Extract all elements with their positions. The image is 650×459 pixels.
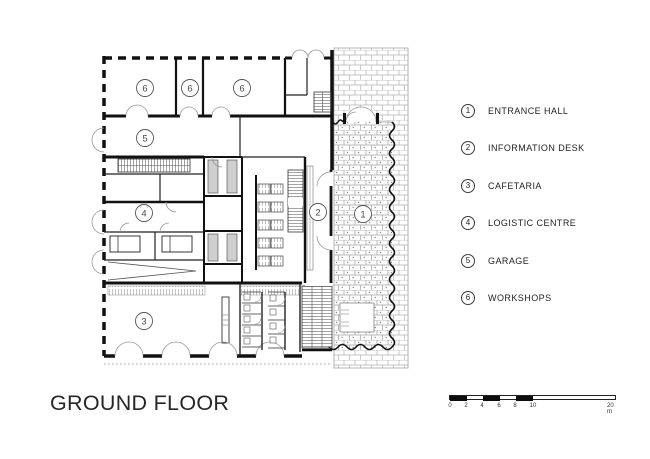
legend-item-information-desk: 2 INFORMATION DESK <box>461 141 585 156</box>
workshop-walls <box>104 56 332 157</box>
svg-text:5: 5 <box>142 133 147 144</box>
legend: 1 ENTRANCE HALL 2 INFORMATION DESK 3 CAF… <box>461 103 585 328</box>
room-label-infodesk: 2 <box>309 203 327 221</box>
legend-label: ENTRANCE HALL <box>488 105 569 116</box>
wavy-boundary-vertical <box>388 121 396 348</box>
page-title: GROUND FLOOR <box>50 391 230 415</box>
elevator-car <box>226 159 238 194</box>
room-label-workshop-3: 6 <box>233 79 251 97</box>
cafetaria-door-arcs <box>114 341 285 357</box>
scale-bar: 0 2 4 6 8 10 20 m <box>448 395 619 415</box>
legend-item-logistic-centre: 4 LOGISTIC CENTRE <box>461 216 585 231</box>
cafetaria <box>104 281 302 357</box>
toilets <box>239 283 301 356</box>
outer-walls <box>102 50 334 365</box>
room-labels: 6 6 6 5 4 3 2 <box>135 79 372 330</box>
legend-number-badge: 5 <box>461 253 475 268</box>
central-stairwell <box>287 169 304 233</box>
scale-bar-outline <box>449 395 616 401</box>
elevator-car <box>207 159 219 194</box>
scale-end-label: 20 m <box>607 403 614 415</box>
scale-tick: 6 <box>497 403 501 409</box>
scale-tick: 8 <box>513 403 517 409</box>
lockers <box>255 175 284 270</box>
room-label-garage: 5 <box>136 129 154 147</box>
plaza-paving <box>328 47 409 369</box>
room-label-workshop-2: 6 <box>181 79 199 97</box>
svg-text:1: 1 <box>360 209 365 220</box>
south-entrance-steps <box>301 283 333 352</box>
scale-bar-segment <box>483 396 500 401</box>
room-label-logistic: 4 <box>135 204 153 222</box>
scale-tick: 0 <box>448 403 452 409</box>
scale-tick: 4 <box>480 403 484 409</box>
legend-number-badge: 3 <box>461 178 475 193</box>
legend-number-badge: 2 <box>461 141 475 155</box>
room-label-entrance-hall: 1 <box>354 205 372 223</box>
room-label-workshop-1: 6 <box>136 79 154 97</box>
door-arcs <box>91 49 325 275</box>
scale-tick: 10 <box>529 403 537 409</box>
wavy-door-stub <box>332 119 344 125</box>
legend-item-entrance-hall: 1 ENTRANCE HALL <box>461 103 585 118</box>
legend-number-badge: 6 <box>461 291 475 305</box>
scale-bar-segment <box>516 396 533 401</box>
svg-text:6: 6 <box>239 83 244 94</box>
legend-label: CAFETARIA <box>488 180 542 191</box>
legend-item-cafetaria: 3 CAFETARIA <box>461 178 585 193</box>
svg-text:3: 3 <box>141 316 146 327</box>
plaza-entrance-doors <box>343 106 392 124</box>
north-stairs <box>313 91 332 113</box>
wavy-boundary-horizontal <box>328 343 393 351</box>
logistic-walls <box>104 173 204 281</box>
scale-tick: 2 <box>464 403 468 409</box>
legend-label: LOGISTIC CENTRE <box>488 218 577 228</box>
svg-text:6: 6 <box>142 83 147 94</box>
plaza-inset <box>339 302 375 333</box>
legend-number-badge: 1 <box>461 103 475 118</box>
scale-bar-segment <box>450 396 467 401</box>
svg-text:4: 4 <box>141 208 146 219</box>
garage-stairs <box>117 158 191 173</box>
legend-number-badge: 4 <box>461 216 475 230</box>
legend-label: INFORMATION DESK <box>488 143 585 153</box>
legend-label: WORKSHOPS <box>488 293 552 303</box>
legend-item-garage: 5 GARAGE <box>461 253 585 268</box>
information-desk-area <box>242 156 333 283</box>
legend-item-workshops: 6 WORKSHOPS <box>461 291 585 306</box>
room-label-cafetaria: 3 <box>135 312 153 330</box>
elevator-car <box>207 233 219 262</box>
elevator-car <box>226 233 238 262</box>
legend-label: GARAGE <box>488 255 530 266</box>
svg-text:6: 6 <box>187 83 192 94</box>
svg-text:2: 2 <box>315 207 320 218</box>
elevator-core <box>203 156 243 283</box>
